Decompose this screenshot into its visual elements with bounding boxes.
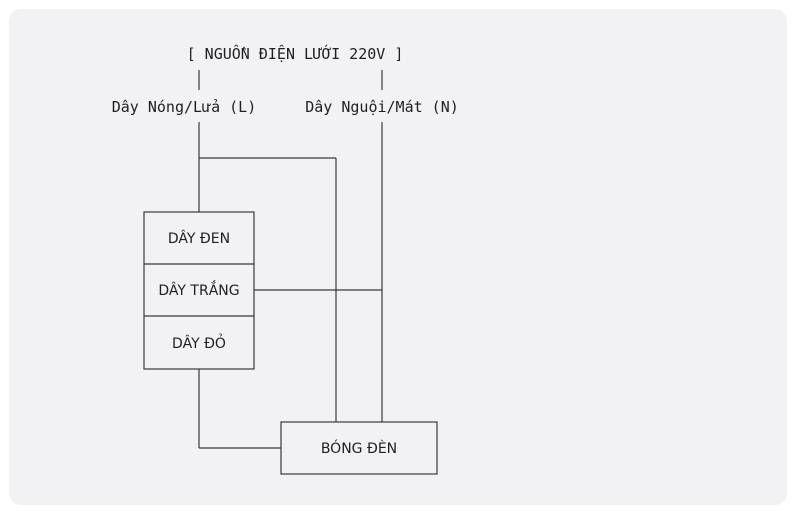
neutral-wire-label: Dây Nguội/Mát (N) [305, 98, 459, 116]
lamp-label: BÓNG ĐÈN [321, 439, 397, 457]
power-source-title: [ NGUỒN ĐIỆN LƯỚI 220V ] [187, 44, 404, 63]
live-wire-label: Dây Nóng/Lửa (L) [112, 98, 257, 116]
black-wire-label: DÂY ĐEN [168, 229, 230, 247]
red-wire-label: DÂY ĐỎ [172, 333, 226, 352]
lamp-box [280, 421, 438, 475]
white-wire-label: DÂY TRẮNG [158, 280, 239, 299]
